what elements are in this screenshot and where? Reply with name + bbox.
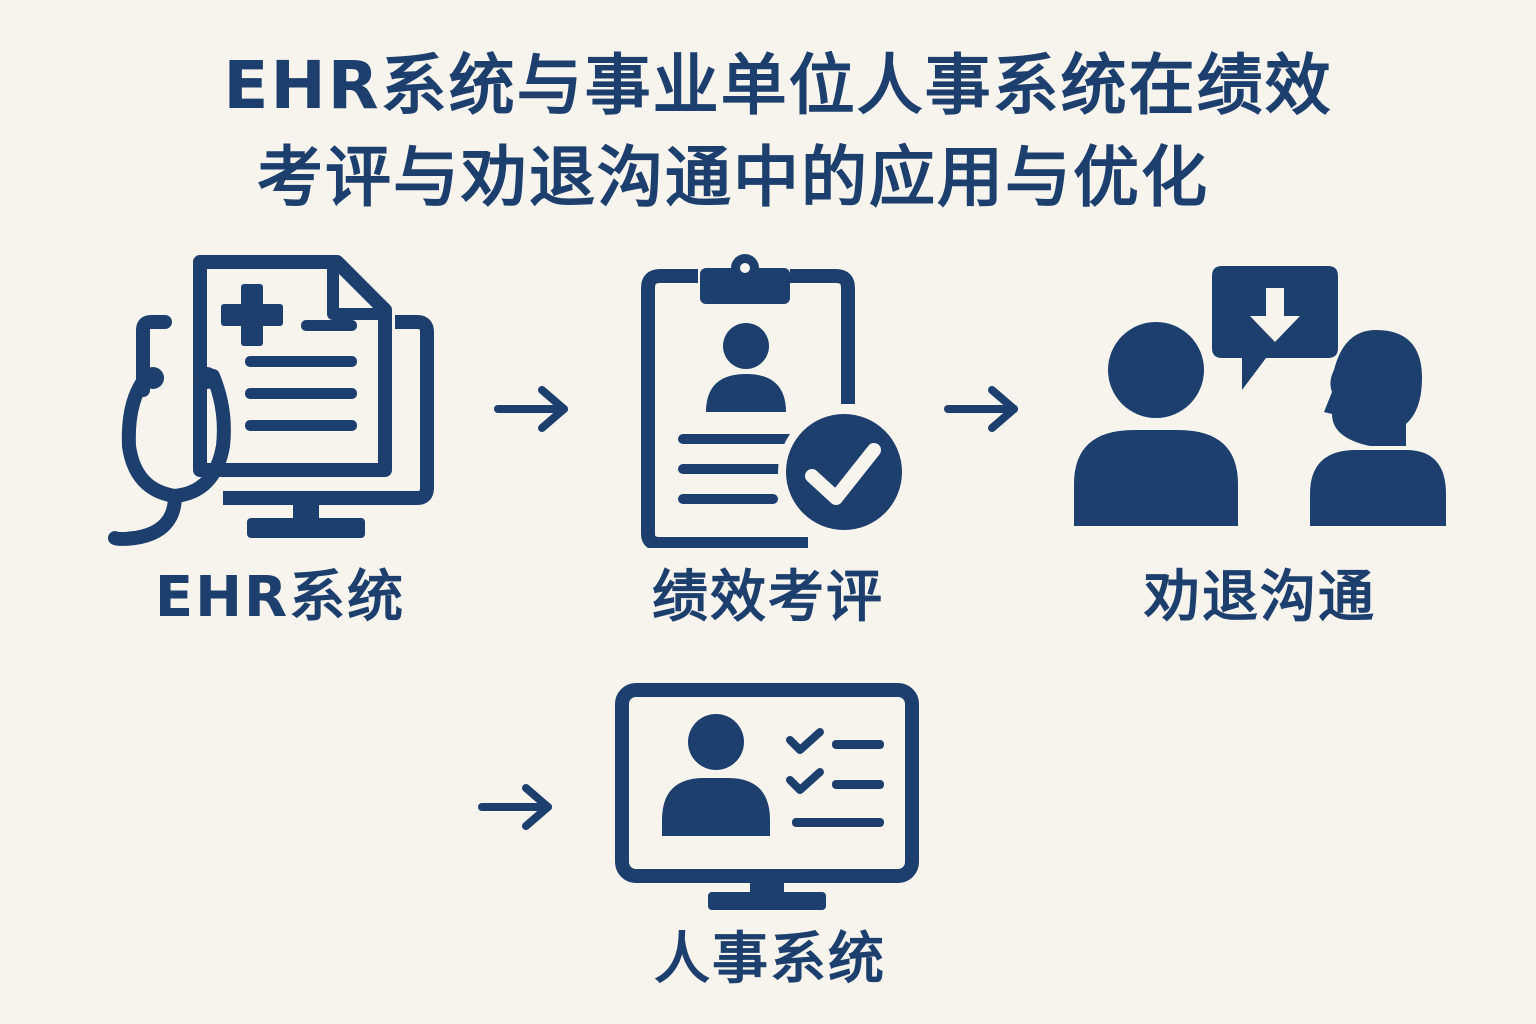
page-title: EHR系统与事业单位人事系统在绩效 考评与劝退沟通中的应用与优化 bbox=[0, 40, 1536, 224]
clipboard-check-icon bbox=[641, 254, 910, 548]
node-label-performance: 绩效考评 bbox=[652, 565, 884, 630]
node-label-ehr: EHR系统 bbox=[154, 565, 406, 630]
arrow-right-icon bbox=[478, 784, 552, 830]
conversation-people-icon bbox=[1074, 266, 1446, 526]
node-label-hr-system: 人事系统 bbox=[654, 927, 886, 992]
node-label-dismissal: 劝退沟通 bbox=[1144, 565, 1376, 630]
title-line-2: 考评与劝退沟通中的应用与优化 bbox=[257, 139, 1209, 216]
arrow-right-icon bbox=[494, 386, 568, 432]
medical-record-monitor-icon bbox=[108, 255, 434, 546]
profile-monitor-icon bbox=[615, 683, 919, 910]
arrow-right-icon bbox=[944, 386, 1018, 432]
title-line-1: EHR系统与事业单位人事系统在绩效 bbox=[223, 47, 1333, 124]
